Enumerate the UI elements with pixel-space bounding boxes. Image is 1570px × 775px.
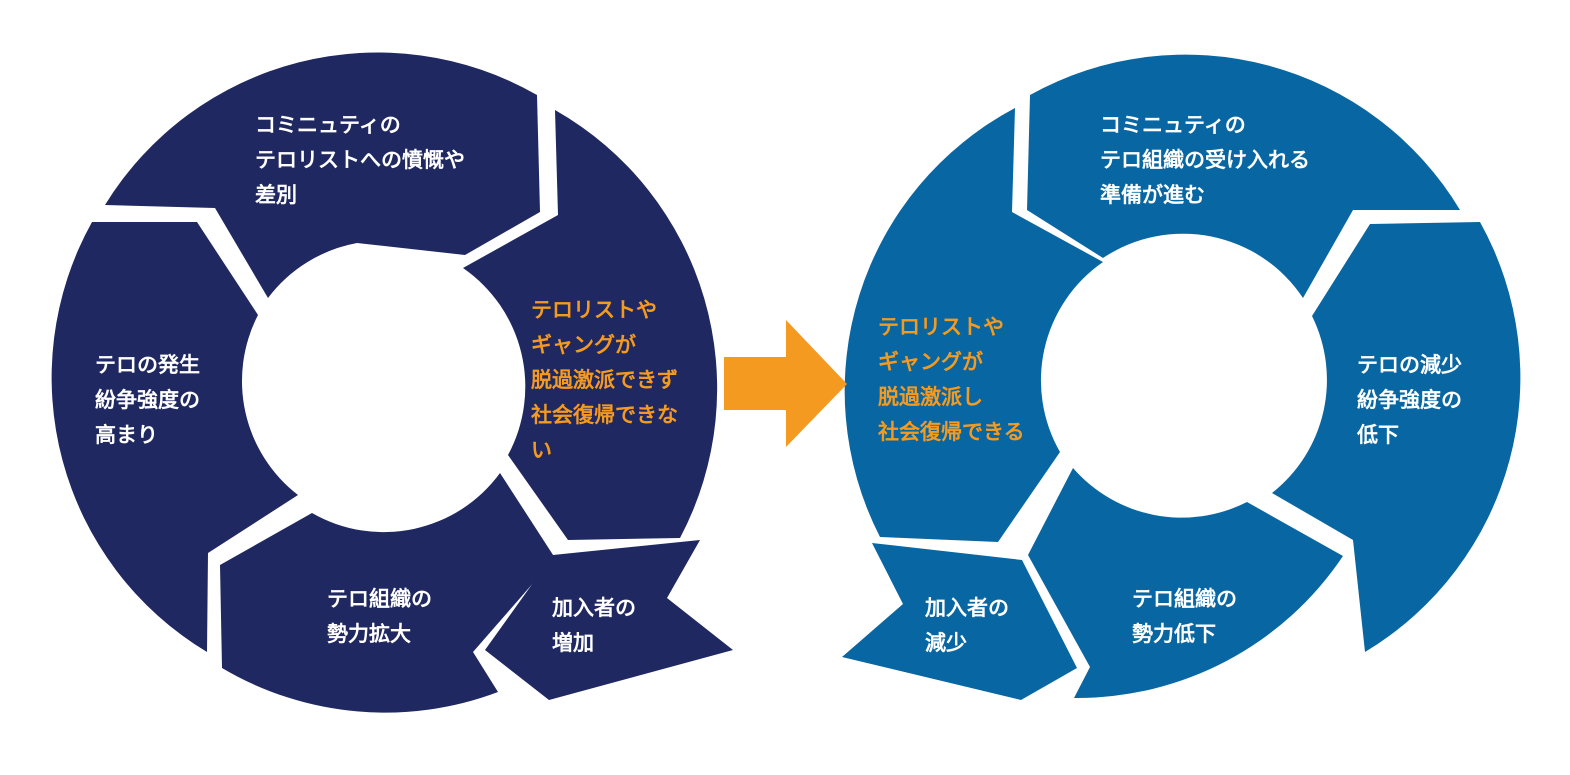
right-segment-causal bbox=[844, 108, 1103, 542]
left-community-label: コミニュティの テロリストへの憤慨や 差別 bbox=[255, 113, 465, 207]
right-center-label: テロリストや ギャングが 脱過激派し 社会復帰できる bbox=[878, 315, 1025, 444]
left-segment-community bbox=[105, 52, 540, 299]
right-conflict-label: テロの減少 紛争強度の 低下 bbox=[1357, 353, 1462, 447]
right-segment-power bbox=[1028, 468, 1343, 699]
left-recruits-label: 加入者の 増加 bbox=[552, 596, 636, 655]
left-cycle bbox=[51, 52, 733, 713]
left-center-label: テロリストや ギャングが 脱過激派できず 社会復帰できな い bbox=[531, 298, 678, 462]
right-power-label: テロ組織の 勢力低下 bbox=[1132, 587, 1237, 646]
right-cycle bbox=[842, 54, 1521, 700]
left-conflict-label: テロの発生 紛争強度の 高まり bbox=[95, 353, 200, 447]
right-recruits-label: 加入者の 減少 bbox=[925, 596, 1009, 655]
left-segment-conflict bbox=[51, 222, 298, 652]
left-segment-power bbox=[220, 473, 555, 713]
right-segment-community bbox=[1027, 54, 1460, 298]
left-power-label: テロ組織の 勢力拡大 bbox=[327, 587, 432, 646]
right-segment-conflict bbox=[1272, 222, 1521, 652]
left-segment-recruits bbox=[485, 540, 733, 700]
right-segment-recruits bbox=[842, 543, 1077, 700]
right-community-label: コミニュティの テロ組織の受け入れる 準備が進む bbox=[1100, 113, 1310, 207]
transition-arrow bbox=[724, 320, 847, 447]
left-segment-causal bbox=[463, 110, 718, 540]
